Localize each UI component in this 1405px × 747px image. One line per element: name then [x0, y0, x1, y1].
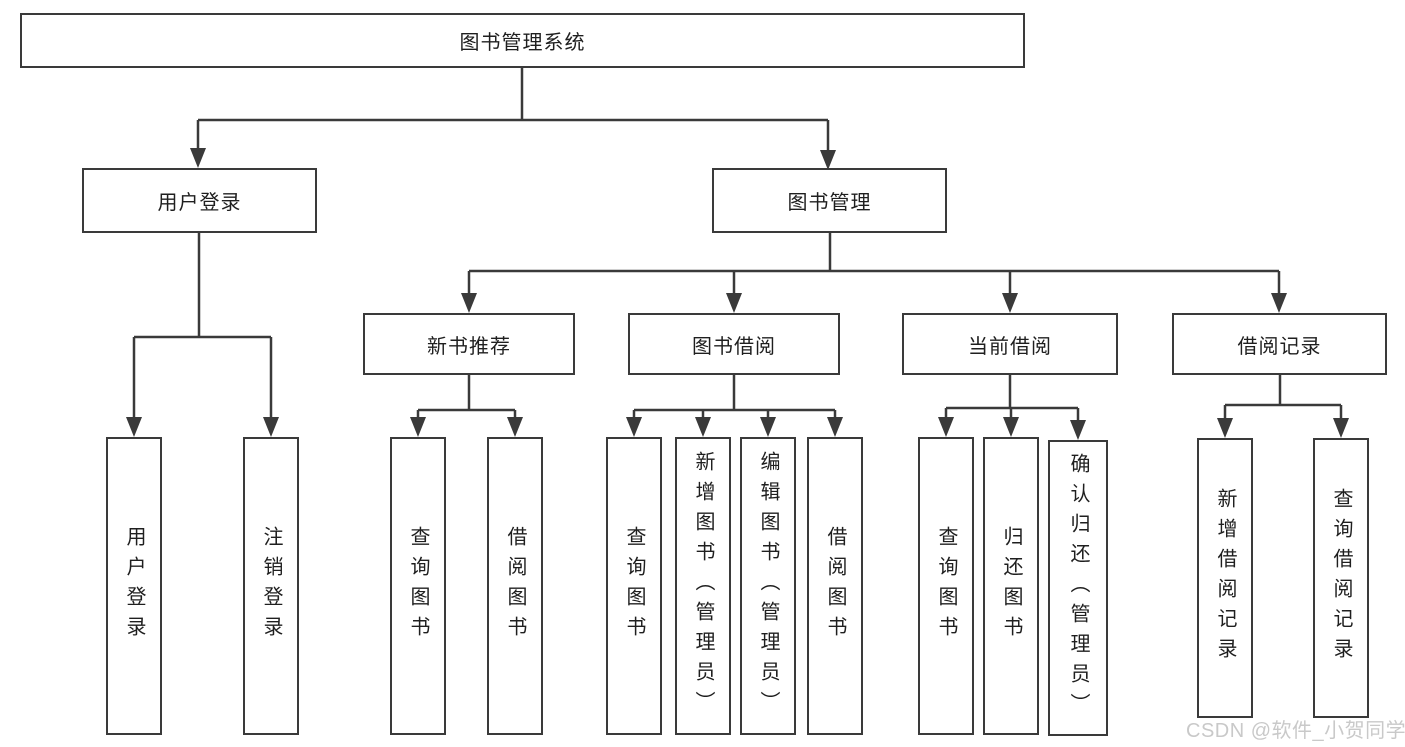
leaf-current-return-books: 归还图书: [983, 437, 1039, 735]
node-book-management: 图书管理: [712, 168, 947, 233]
node-borrowing-records: 借阅记录: [1172, 313, 1387, 375]
leaf-borrow-query-books: 查询图书: [606, 437, 662, 735]
leaf-logout: 注销登录: [243, 437, 299, 735]
node-current-borrowing: 当前借阅: [902, 313, 1118, 375]
leaf-records-add-record: 新增借阅记录: [1197, 438, 1253, 718]
leaf-user-login: 用户登录: [106, 437, 162, 735]
leaf-newbook-borrow-books: 借阅图书: [487, 437, 543, 735]
node-root: 图书管理系统: [20, 13, 1025, 68]
leaf-borrow-borrow-books: 借阅图书: [807, 437, 863, 735]
leaf-records-query-record: 查询借阅记录: [1313, 438, 1369, 718]
leaf-current-confirm-return-admin: 确认归还（管理员）: [1048, 440, 1108, 736]
watermark-text: CSDN @软件_小贺同学: [1186, 720, 1405, 742]
node-user-login: 用户登录: [82, 168, 317, 233]
node-book-borrowing: 图书借阅: [628, 313, 840, 375]
leaf-current-query-books: 查询图书: [918, 437, 974, 735]
leaf-newbook-query-books: 查询图书: [390, 437, 446, 735]
leaf-borrow-add-books-admin: 新增图书（管理员）: [675, 437, 731, 735]
node-new-book-recommend: 新书推荐: [363, 313, 575, 375]
leaf-borrow-edit-books-admin: 编辑图书（管理员）: [740, 437, 796, 735]
